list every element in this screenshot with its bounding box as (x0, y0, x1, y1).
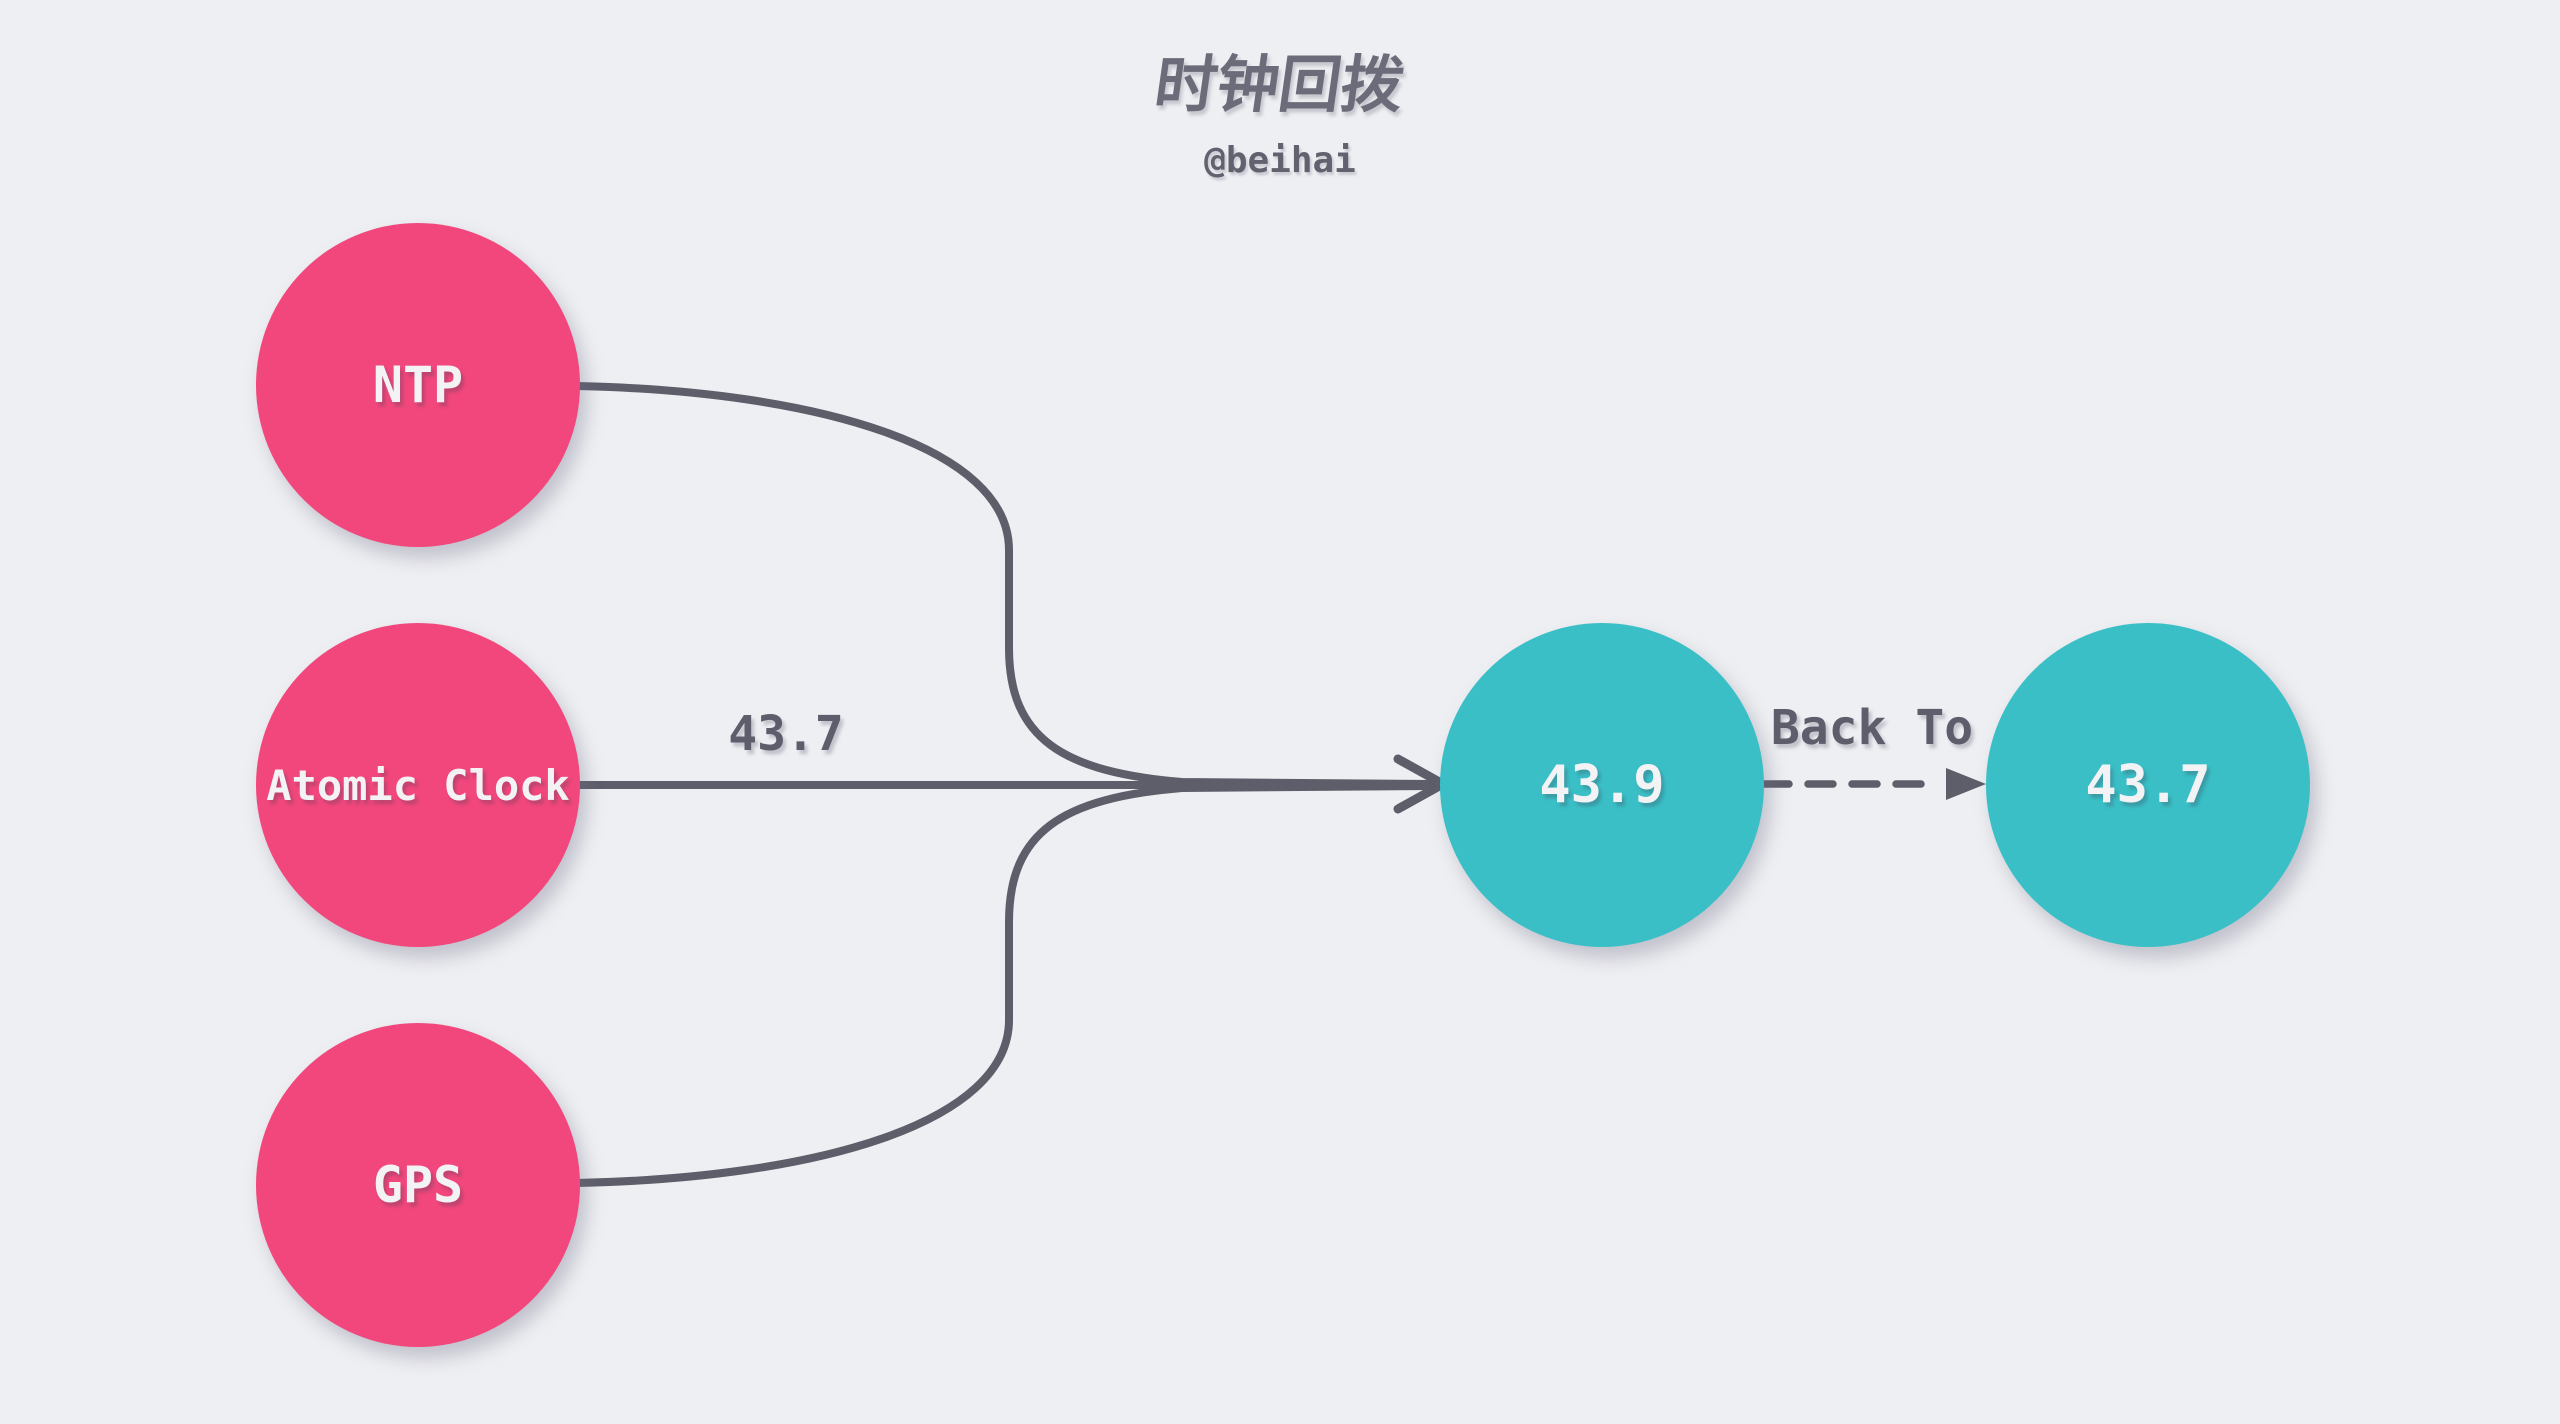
edge-gps-to-merged (572, 782, 1438, 1187)
node-ntp-label: NTP (372, 356, 464, 414)
node-rollback-time-label: 43.7 (2085, 755, 2211, 815)
node-atomic-clock-label: Atomic Clock (266, 760, 570, 810)
node-gps: GPS (256, 1023, 580, 1347)
arrowhead-rollback-icon (1946, 768, 1986, 800)
node-atomic-clock: Atomic Clock (256, 623, 580, 947)
edge-ntp-to-merged (572, 382, 1438, 788)
node-rollback-time: 43.7 (1986, 623, 2310, 947)
node-ntp: NTP (256, 223, 580, 547)
node-gps-label: GPS (372, 1156, 464, 1214)
author-handle: @beihai (1204, 140, 1356, 181)
node-merged-time-label: 43.9 (1539, 755, 1665, 815)
edge-label-back-to: Back To (1770, 700, 1974, 756)
edge-label-atomic-value: 43.7 (728, 706, 844, 762)
node-merged-time: 43.9 (1440, 623, 1764, 947)
